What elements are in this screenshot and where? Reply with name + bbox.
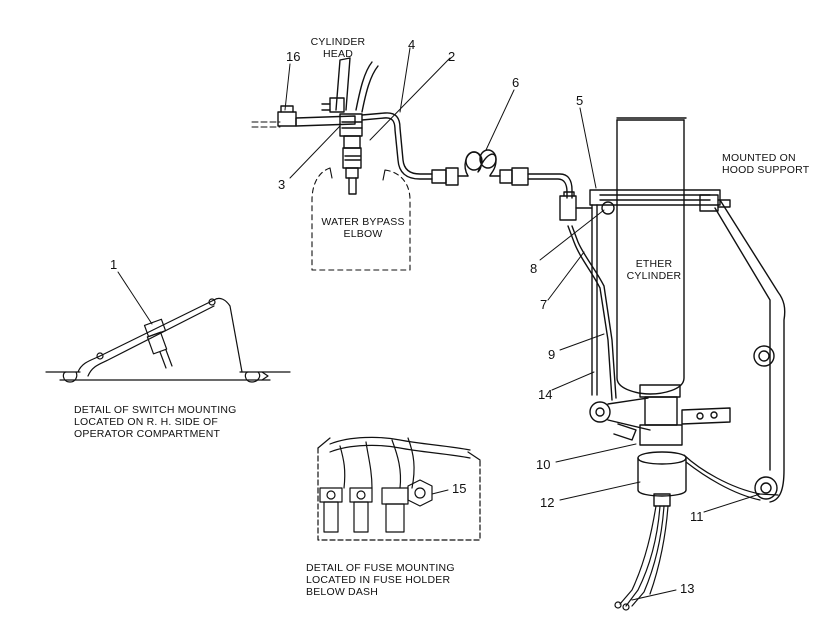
callout-5: 5 [576,93,584,108]
fuse-mounting-detail [317,436,481,541]
label-cylinder-head: CYLINDER HEAD [310,36,366,60]
tube-coil-6 [431,149,573,199]
callout-7: 7 [540,297,548,312]
callout-12: 12 [540,495,555,510]
callout-13: 13 [680,581,695,596]
callout-9: 9 [548,347,556,362]
cable-11 [683,454,779,501]
callout-10: 10 [536,457,551,472]
leader-lines [117,47,761,601]
callout-8: 8 [530,261,538,276]
label-mounted-on-hood-support: MOUNTED ON HOOD SUPPORT [722,152,810,176]
callout-2: 2 [448,49,456,64]
label-switch-detail: DETAIL OF SWITCH MOUNTING LOCATED ON R. … [74,404,237,440]
cylinder-head-bracket [251,105,356,128]
ether-tube-4 [361,112,433,180]
valve-body-10 [589,384,731,446]
atomizer-fitting-2 [339,113,363,195]
solenoid-12 [637,451,687,507]
label-ether-cylinder: ETHER CYLINDER [626,258,682,282]
water-bypass-elbow-shape [311,167,411,271]
label-water-bypass-elbow: WATER BYPASS ELBOW [321,216,405,240]
callout-16: 16 [286,49,301,64]
cylinder-head-outline [321,57,379,113]
ether-cylinder-body [616,117,687,395]
wires-13 [614,505,669,611]
callout-14: 14 [538,387,553,402]
label-fuse-detail: DETAIL OF FUSE MOUNTING LOCATED IN FUSE … [306,562,455,598]
callout-4: 4 [408,37,416,52]
fitting-8 [559,191,593,221]
callout-11: 11 [690,509,704,524]
callout-3: 3 [278,177,286,192]
hood-support-bracket [589,189,786,503]
rod-9 [567,225,617,401]
callout-15: 15 [452,481,467,496]
switch-mounting-detail [45,297,291,383]
callout-1: 1 [110,257,118,272]
callout-6: 6 [512,75,520,90]
